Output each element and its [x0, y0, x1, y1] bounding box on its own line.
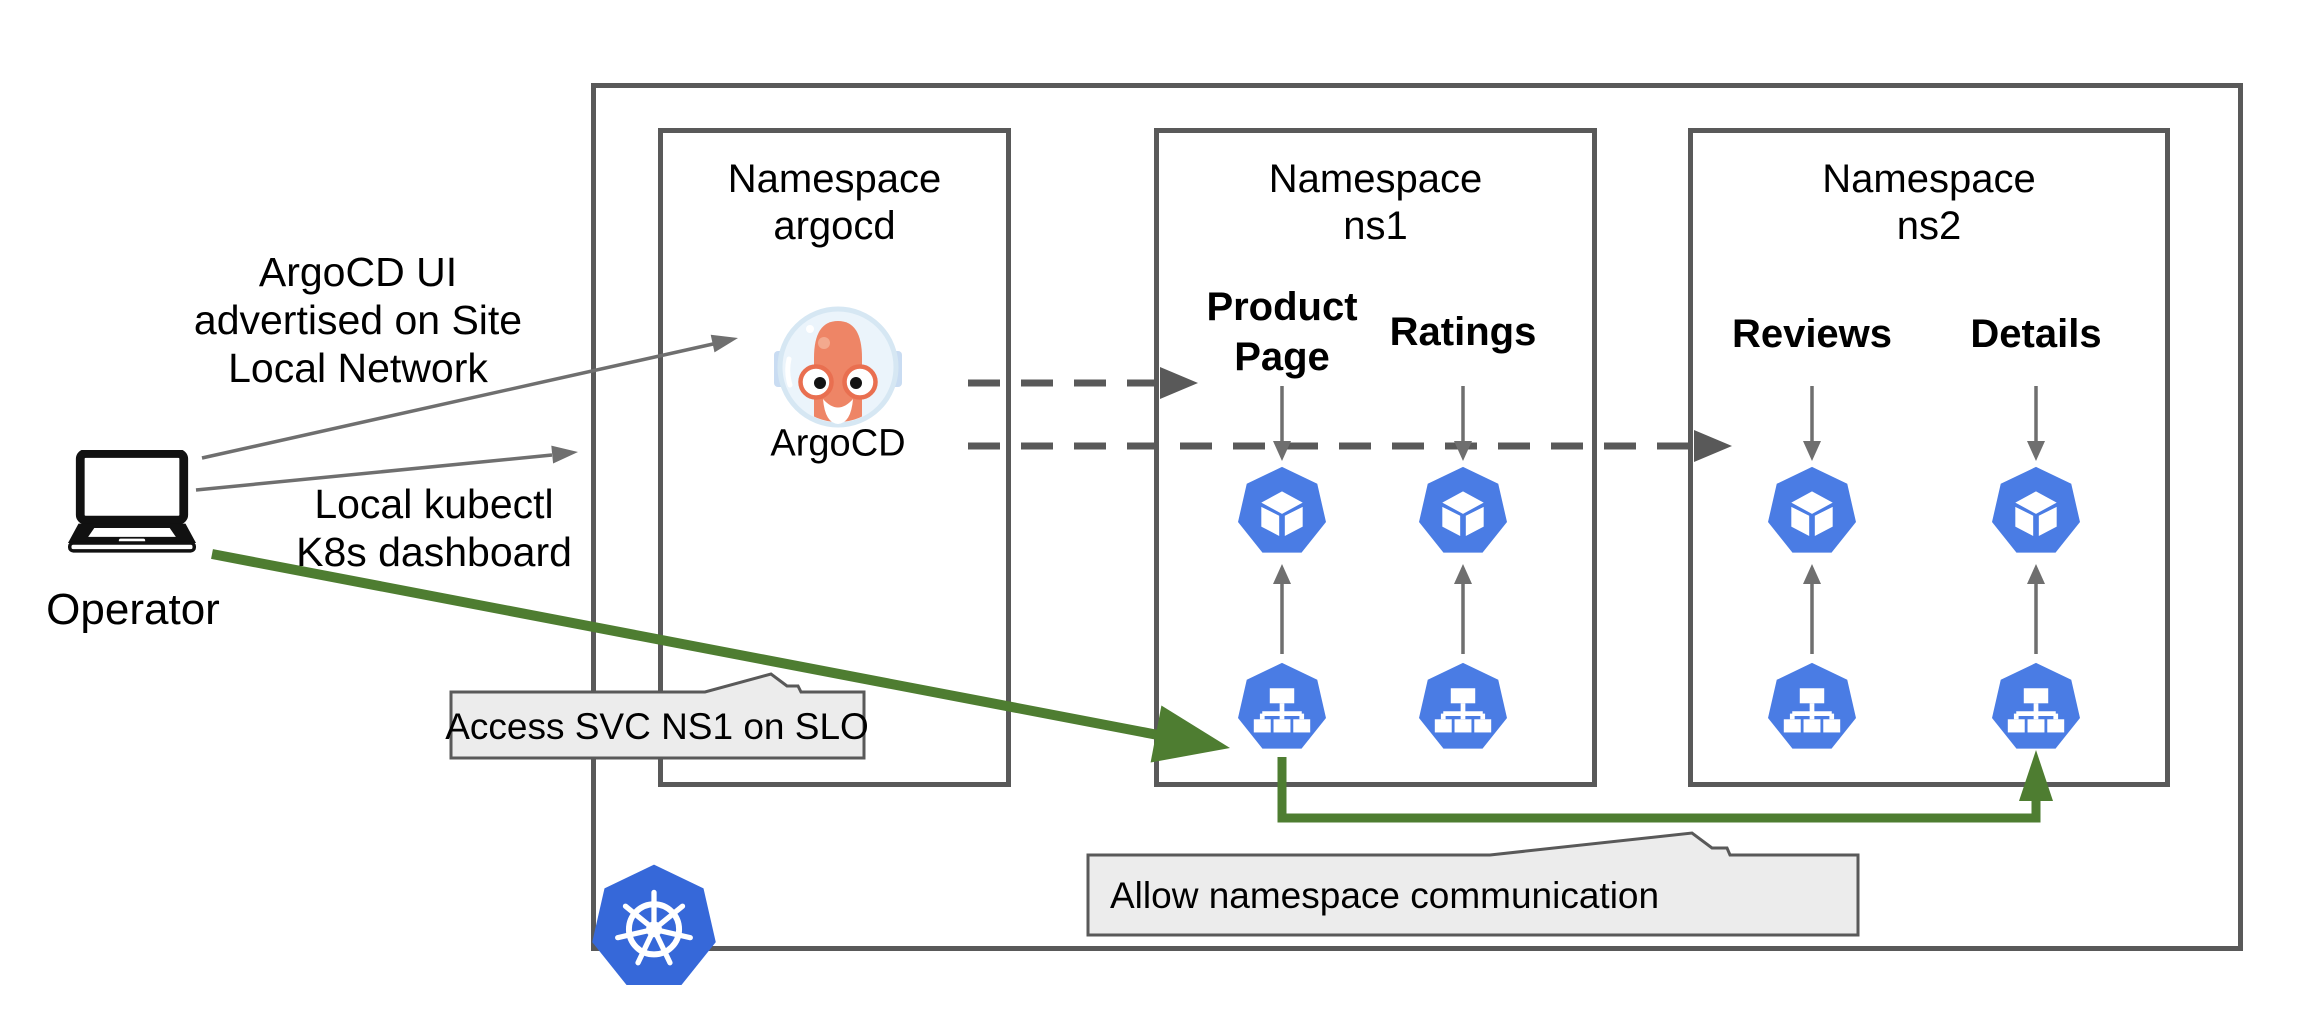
laptop-icon: [66, 450, 198, 564]
service-icon-product-page: [1235, 661, 1329, 755]
pod-icon-product-page: [1235, 465, 1329, 559]
callout-access-svc-text: Access SVC NS1 on SLO: [445, 706, 869, 747]
service-label-reviews: Reviews: [1731, 312, 1893, 356]
namespace-name-ns2: ns2: [1896, 204, 1962, 248]
namespace-title-word: Namespace: [1268, 157, 1483, 201]
namespace-box-ns2: [1688, 128, 2170, 787]
kubernetes-logo-icon: [588, 862, 720, 994]
service-icon-reviews: [1765, 661, 1859, 755]
callout-access-svc: Access SVC NS1 on SLO: [445, 672, 869, 760]
service-icon-details: [1989, 661, 2083, 755]
service-icon-ratings: [1416, 661, 1510, 755]
service-label-details: Details: [1970, 312, 2102, 356]
service-label-product-page: Product Page: [1206, 285, 1358, 379]
service-label-ratings: Ratings: [1389, 310, 1537, 354]
annotation-local-kubectl: Local kubectl K8s dashboard: [296, 481, 572, 575]
namespace-name-ns1: ns1: [1343, 204, 1408, 248]
operator-label: Operator: [46, 585, 220, 634]
callout-allow-namespace-text: Allow namespace communication: [1110, 875, 1659, 916]
callout-allow-namespace: Allow namespace communication: [1086, 831, 1860, 937]
annotation-argocd-ui: ArgoCD UI advertised on Site Local Netwo…: [193, 249, 523, 391]
pod-icon-reviews: [1765, 465, 1859, 559]
namespace-title-word: Namespace: [1822, 157, 2036, 201]
namespace-name-argocd: argocd: [773, 204, 896, 248]
argocd-app-label: ArgoCD: [770, 422, 906, 465]
pod-icon-ratings: [1416, 465, 1510, 559]
namespace-title-word: Namespace: [727, 157, 942, 201]
pod-icon-details: [1989, 465, 2083, 559]
